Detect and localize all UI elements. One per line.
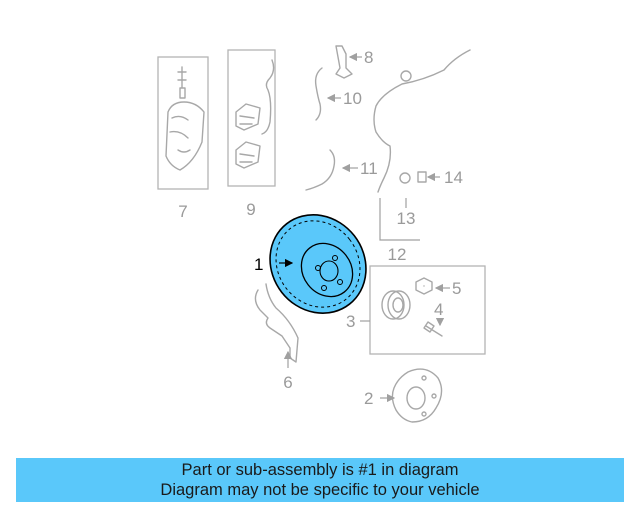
hub-group: 2 bbox=[364, 368, 443, 423]
splash-shield-drawing bbox=[254, 283, 299, 363]
caliper-drawing bbox=[165, 101, 205, 171]
fitment-notice-banner: Part or sub-assembly is #1 in diagram Di… bbox=[16, 458, 624, 502]
sensor-bolt-drawing bbox=[417, 171, 427, 183]
label-2: 2 bbox=[364, 389, 373, 408]
brake-hose-group: 11 bbox=[305, 149, 378, 191]
label-11: 11 bbox=[360, 159, 378, 178]
wheel-bearing-drawing bbox=[381, 290, 405, 320]
pads-box bbox=[227, 49, 276, 187]
abs-sensor-group: 14 13 12 bbox=[373, 49, 471, 264]
bearing-group: 5 4 3 bbox=[346, 265, 486, 355]
rotor-center-bore bbox=[319, 260, 339, 282]
brake-pad-outer bbox=[235, 141, 261, 169]
label-3: 3 bbox=[346, 312, 355, 331]
rotor-vent-slots bbox=[275, 220, 361, 308]
bearing-box bbox=[369, 265, 486, 355]
label-10: 10 bbox=[343, 89, 362, 108]
caliper-group: 7 bbox=[157, 56, 209, 221]
brake-pad-inner bbox=[235, 103, 261, 131]
axle-nut-drawing bbox=[415, 277, 433, 295]
caliper-box bbox=[157, 56, 209, 190]
brake-rotor-group: 1 bbox=[254, 214, 367, 314]
brake-line-upper-group: 8 10 bbox=[314, 45, 373, 121]
brake-line-upper-drawing bbox=[314, 67, 323, 121]
label-4: 4 bbox=[434, 300, 443, 319]
label-12: 12 bbox=[388, 245, 407, 264]
label-14: 14 bbox=[444, 168, 463, 187]
wire-clip bbox=[400, 70, 412, 82]
abs-sensor-wire bbox=[373, 49, 471, 193]
hub-bolt-drawing bbox=[423, 321, 443, 337]
splash-shield-group: 6 bbox=[254, 283, 299, 392]
label-9: 9 bbox=[246, 200, 255, 219]
wear-sensor-wire bbox=[261, 59, 275, 135]
wheel-hub-drawing bbox=[391, 368, 443, 423]
hose-bracket-drawing bbox=[335, 45, 353, 79]
label-7: 7 bbox=[178, 202, 187, 221]
label-6: 6 bbox=[283, 373, 292, 392]
bleeder-screw-drawing bbox=[177, 66, 187, 99]
brake-hose-drawing bbox=[305, 149, 336, 191]
label-13: 13 bbox=[397, 209, 416, 228]
banner-line-1: Part or sub-assembly is #1 in diagram bbox=[181, 461, 459, 479]
banner-line-2: Diagram may not be specific to your vehi… bbox=[160, 481, 480, 499]
label-8: 8 bbox=[364, 48, 373, 67]
label-1: 1 bbox=[254, 255, 263, 274]
label-5: 5 bbox=[452, 279, 461, 298]
brake-pads-group: 9 bbox=[227, 49, 276, 219]
sensor-grommet bbox=[399, 172, 411, 184]
